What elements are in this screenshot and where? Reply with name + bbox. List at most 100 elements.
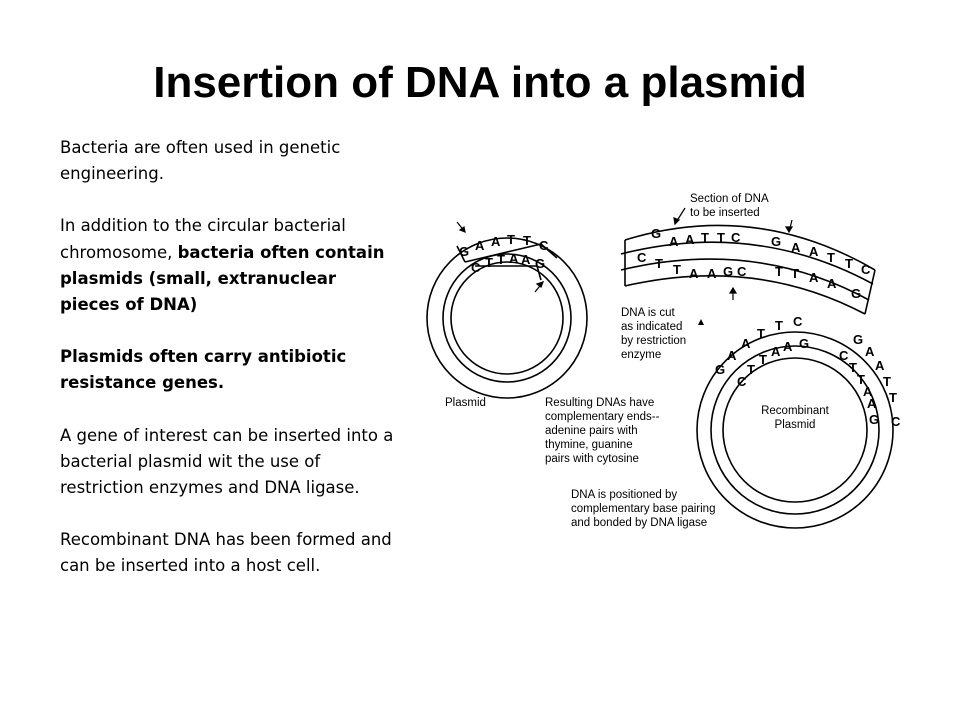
section-label-1: Section of DNA bbox=[690, 193, 769, 205]
svg-text:T: T bbox=[889, 390, 897, 405]
slide-title: Insertion of DNA into a plasmid bbox=[153, 58, 807, 107]
svg-text:A: A bbox=[865, 344, 875, 359]
svg-text:A: A bbox=[491, 234, 501, 249]
svg-text:T: T bbox=[845, 256, 853, 271]
paragraph-4: A gene of interest can be inserted into … bbox=[60, 425, 394, 498]
svg-text:A: A bbox=[685, 232, 695, 247]
svg-text:G: G bbox=[771, 234, 781, 249]
recombinant-label-2: Plasmid bbox=[775, 419, 816, 431]
resulting-dna-label: Resulting DNAs have complementary ends--… bbox=[545, 397, 660, 465]
svg-text:T: T bbox=[849, 360, 857, 375]
svg-text:A: A bbox=[521, 252, 531, 267]
svg-text:G: G bbox=[723, 264, 733, 279]
svg-text:DNA is cut: DNA is cut bbox=[621, 307, 675, 319]
paragraph-2: In addition to the circular bacterial ch… bbox=[60, 216, 385, 315]
svg-text:as indicated: as indicated bbox=[621, 321, 682, 333]
svg-text:C: C bbox=[737, 264, 747, 279]
svg-text:complementary ends--: complementary ends-- bbox=[545, 411, 660, 423]
svg-text:T: T bbox=[655, 256, 663, 271]
svg-text:C: C bbox=[471, 260, 481, 275]
paragraph-1: Bacteria are often used in genetic engin… bbox=[60, 138, 341, 184]
insert-dna-strand bbox=[620, 224, 876, 315]
svg-text:G: G bbox=[715, 362, 725, 377]
svg-text:C: C bbox=[731, 230, 741, 245]
recombinant-bases-right-bottom: C T T A A G bbox=[839, 348, 879, 427]
svg-text:enzyme: enzyme bbox=[621, 349, 661, 361]
svg-text:A: A bbox=[863, 384, 873, 399]
plasmid-label: Plasmid bbox=[445, 397, 486, 409]
svg-text:A: A bbox=[791, 240, 801, 255]
svg-text:DNA is positioned by: DNA is positioned by bbox=[571, 489, 677, 501]
plasmid-bases-top: G A A T T C bbox=[459, 232, 549, 259]
svg-text:G: G bbox=[799, 336, 809, 351]
insert-bases-top: G A A T T C G A A T T C bbox=[651, 226, 871, 277]
recombinant-bases-right-top: G A A T T C bbox=[853, 332, 901, 429]
paragraph-5: Recombinant DNA has been formed and can … bbox=[60, 530, 392, 576]
svg-text:A: A bbox=[707, 266, 717, 281]
original-plasmid bbox=[426, 237, 588, 399]
svg-text:complementary base pairing: complementary base pairing bbox=[571, 503, 715, 515]
svg-text:T: T bbox=[757, 326, 765, 341]
recombinant-plasmid bbox=[696, 331, 894, 529]
svg-text:G: G bbox=[651, 226, 661, 241]
svg-text:A: A bbox=[809, 270, 819, 285]
svg-text:and bonded by DNA ligase: and bonded by DNA ligase bbox=[571, 517, 707, 529]
recombinant-label-1: Recombinant bbox=[761, 405, 830, 417]
insert-cut-arrows bbox=[673, 207, 794, 300]
svg-text:T: T bbox=[523, 233, 531, 248]
positioned-label: DNA is positioned by complementary base … bbox=[571, 489, 715, 529]
svg-text:T: T bbox=[791, 266, 799, 281]
svg-text:T: T bbox=[747, 362, 755, 377]
svg-text:T: T bbox=[759, 352, 767, 367]
svg-text:C: C bbox=[839, 348, 849, 363]
section-label-2: to be inserted bbox=[690, 207, 760, 219]
svg-text:C: C bbox=[737, 374, 747, 389]
svg-text:adenine pairs with: adenine pairs with bbox=[545, 425, 638, 437]
svg-text:C: C bbox=[891, 414, 901, 429]
svg-text:T: T bbox=[673, 262, 681, 277]
svg-text:A: A bbox=[509, 251, 519, 266]
svg-text:T: T bbox=[717, 230, 725, 245]
svg-text:pairs with cytosine: pairs with cytosine bbox=[545, 453, 639, 465]
svg-text:A: A bbox=[741, 336, 751, 351]
svg-text:T: T bbox=[507, 232, 515, 247]
body-text: Bacteria are often used in genetic engin… bbox=[60, 135, 395, 606]
svg-text:C: C bbox=[539, 238, 549, 253]
plasmid-bases-bottom: C T T A A G bbox=[471, 251, 545, 275]
svg-text:by restriction: by restriction bbox=[621, 335, 686, 347]
svg-text:C: C bbox=[637, 250, 647, 265]
paragraph-3: Plasmids often carry antibiotic resistan… bbox=[60, 347, 347, 393]
svg-text:G: G bbox=[853, 332, 863, 347]
recombinant-bases-left-top: G A A T T C bbox=[715, 314, 803, 377]
cut-label: DNA is cut as indicated by restriction e… bbox=[621, 307, 704, 361]
svg-text:G: G bbox=[535, 256, 545, 271]
svg-text:A: A bbox=[827, 276, 837, 291]
svg-text:G: G bbox=[459, 244, 469, 259]
plasmid-insertion-diagram: G A A T T C C T T A A G Plasmid Section … bbox=[426, 193, 901, 529]
svg-text:C: C bbox=[861, 262, 871, 277]
svg-text:A: A bbox=[689, 266, 699, 281]
svg-text:T: T bbox=[775, 264, 783, 279]
svg-text:A: A bbox=[867, 396, 877, 411]
svg-text:thymine, guanine: thymine, guanine bbox=[545, 439, 633, 451]
svg-text:G: G bbox=[869, 412, 879, 427]
svg-text:T: T bbox=[857, 372, 865, 387]
svg-text:C: C bbox=[793, 314, 803, 329]
svg-text:T: T bbox=[497, 252, 505, 267]
svg-text:A: A bbox=[771, 344, 781, 359]
svg-text:T: T bbox=[827, 250, 835, 265]
insert-bases-bottom: C T T A A G C T T A A G bbox=[637, 250, 861, 301]
svg-text:T: T bbox=[485, 255, 493, 270]
svg-text:A: A bbox=[783, 339, 793, 354]
svg-text:A: A bbox=[475, 238, 485, 253]
svg-text:A: A bbox=[669, 234, 679, 249]
svg-text:T: T bbox=[883, 374, 891, 389]
svg-text:A: A bbox=[875, 358, 885, 373]
svg-text:T: T bbox=[701, 230, 709, 245]
svg-text:A: A bbox=[727, 348, 737, 363]
plasmid-cut-arrows bbox=[456, 221, 545, 293]
svg-text:G: G bbox=[851, 286, 861, 301]
svg-text:T: T bbox=[775, 318, 783, 333]
svg-text:Resulting DNAs have: Resulting DNAs have bbox=[545, 397, 654, 409]
recombinant-bases-left-bottom: C T T A A G bbox=[737, 336, 809, 389]
